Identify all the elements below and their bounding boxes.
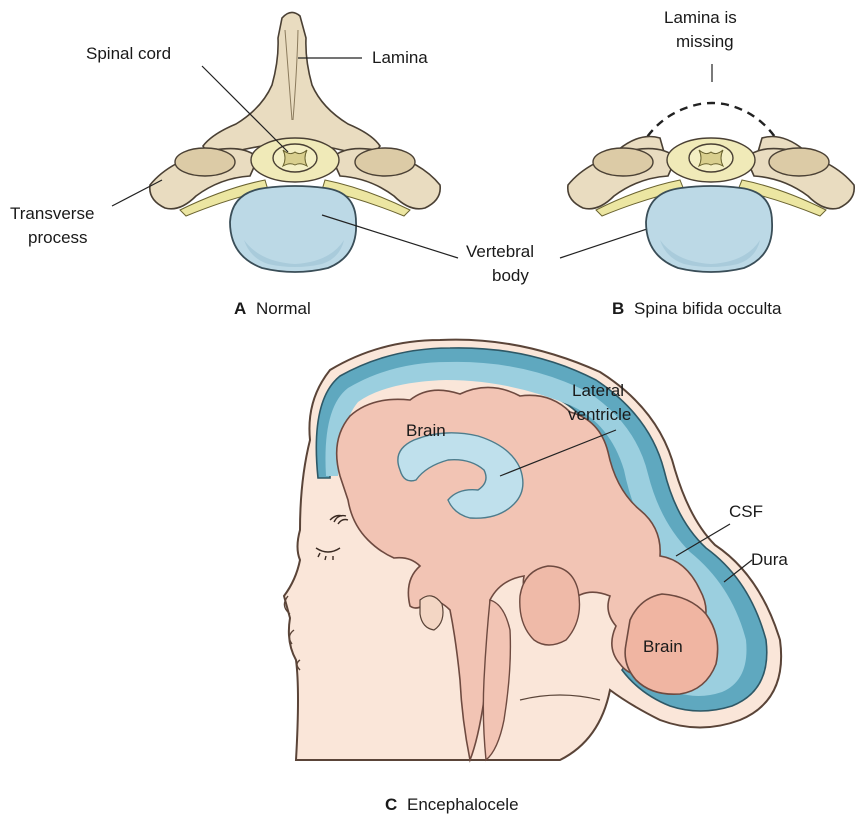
vertebra-b-facet-right [769,148,829,176]
lateral-ventricle-label-line2: ventricle [568,405,631,424]
panel-a-letter: A [234,299,246,318]
vertebra-a-facet-left [175,148,235,176]
panel-a-labels: Lamina Spinal cord Transverse process Ve… [10,44,668,318]
transverse-label-line2: process [28,228,88,247]
csf-label: CSF [729,502,763,521]
panel-b-letter: B [612,299,624,318]
panel-c-letter: C [385,795,397,814]
transverse-label-line1: Transverse [10,204,94,223]
vertebra-a-facet-right [355,148,415,176]
vertebra-b-body [646,186,772,272]
vertebra-a-body [230,186,356,272]
vertebra-a-lamina-arch [203,12,380,158]
panel-c-encephalocele [284,340,781,760]
vertebral-body-label-line1: Vertebral [466,242,534,261]
lamina-missing-label-line1: Lamina is [664,8,737,27]
dura-label: Dura [751,550,788,569]
panel-c-caption: Encephalocele [407,795,519,814]
vertebral-body-label-line2: body [492,266,529,285]
brain-lower-label: Brain [643,637,683,656]
cerebellum [520,566,580,645]
lamina-missing-label-line2: missing [676,32,734,51]
vertebra-a-gray-matter [283,150,307,166]
vertebra-b-facet-left [593,148,653,176]
spinal-cord-label: Spinal cord [86,44,171,63]
panel-a-caption: Normal [256,299,311,318]
lamina-label: Lamina [372,48,428,67]
brain-upper-label: Brain [406,421,446,440]
vertebra-b-gray-matter [699,150,723,166]
panel-b-caption: Spina bifida occulta [634,299,782,318]
lateral-ventricle-label-line1: Lateral [572,381,624,400]
panel-b-spina-bifida-vertebra [568,103,854,272]
